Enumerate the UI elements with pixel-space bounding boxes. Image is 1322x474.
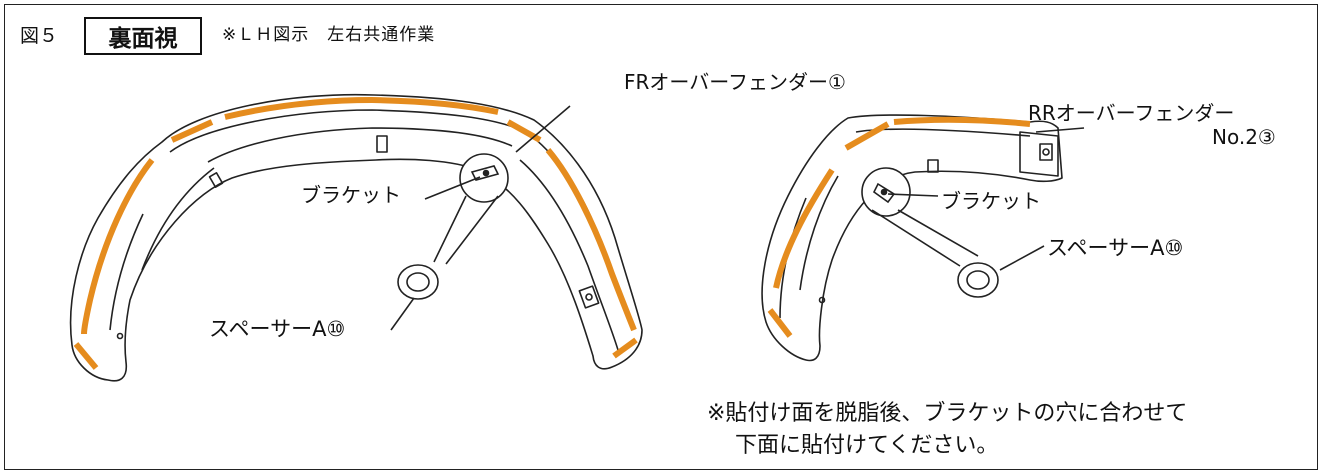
rr-tape-top-left: [844, 121, 890, 151]
fr-bracket-label: ブラケット: [301, 183, 401, 207]
fr-spacer: [397, 264, 439, 300]
rr-spacer-label: スペーサーA⑩: [1047, 236, 1184, 260]
rr-bracket: [872, 182, 896, 204]
rr-fender: [761, 114, 1063, 362]
rr-tape-left: [773, 168, 835, 289]
fr-fender: [69, 93, 643, 382]
view-label: 裏面視: [108, 26, 178, 52]
instruction-line-2: 下面に貼付けてください。: [735, 433, 999, 458]
rr-detail: [861, 127, 1085, 298]
header-note: ※ＬＨ図示 左右共通作業: [222, 25, 436, 45]
rr-tapes: [767, 116, 1031, 338]
view-label-box: 裏面視: [84, 17, 202, 55]
fr-fender-label: FRオーバーフェンダー①: [624, 70, 846, 94]
figure-number: 図５: [20, 25, 59, 47]
fr-tape-right-end: [612, 337, 638, 359]
rr-fender-label-line1: RRオーバーフェンダー: [1028, 101, 1235, 125]
figure-border: [4, 4, 1318, 470]
rr-tape-left-end: [767, 308, 793, 338]
fr-clip-top: [376, 135, 388, 153]
fr-tape-left: [81, 158, 155, 335]
fr-bracket: [470, 165, 500, 181]
fr-tape-top-left: [170, 119, 214, 143]
fr-tapes: [73, 96, 638, 370]
rr-fender-label-line2: No.2③: [1212, 125, 1276, 149]
rr-spacer: [957, 262, 999, 298]
rr-bracket-label: ブラケット: [941, 189, 1041, 213]
fr-clip-side: [208, 172, 224, 188]
rr-clip-top: [927, 159, 939, 173]
fr-clip-right: [578, 285, 600, 309]
fr-tape-right: [545, 148, 637, 332]
instruction-line-1: ※貼付け面を脱脂後、ブラケットの穴に合わせて: [707, 401, 1188, 426]
rr-tape-top: [893, 116, 1031, 127]
fr-tape-left-end: [73, 342, 99, 370]
fr-detail: [390, 105, 571, 331]
fr-tape-top-center: [224, 96, 499, 120]
rr-fender-outline: [761, 114, 1063, 362]
fr-spacer-label: スペーサーA⑩: [209, 317, 346, 341]
